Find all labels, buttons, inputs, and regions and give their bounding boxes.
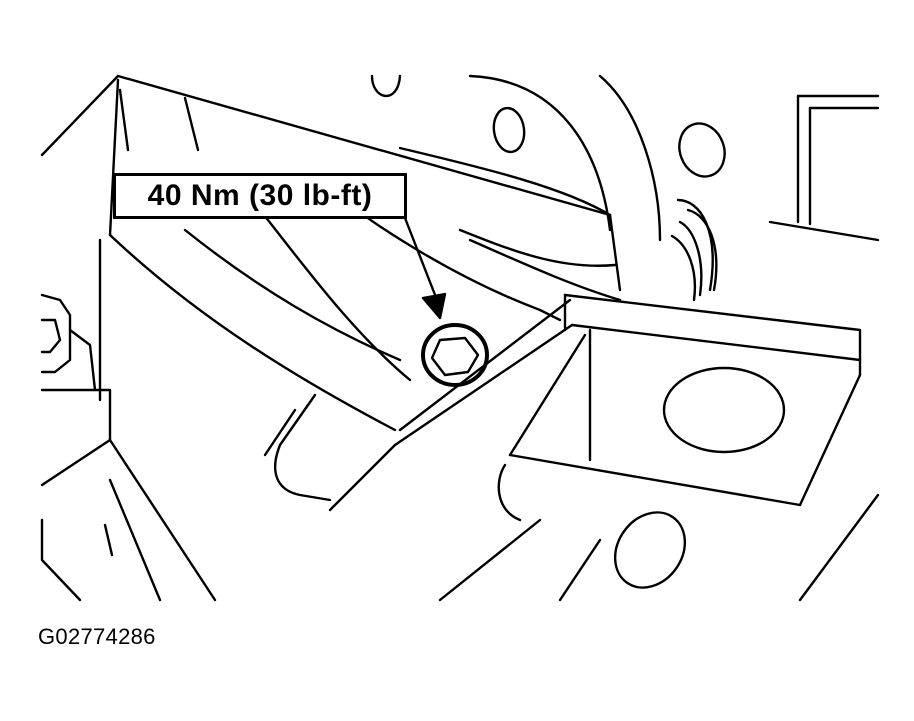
- torque-spec-callout: 40 Nm (30 lb-ft): [113, 173, 407, 219]
- lower-pocket: [263, 393, 332, 502]
- central-panel: [108, 188, 622, 432]
- lower-oval-hole: [613, 511, 687, 589]
- bracket-hole: [662, 366, 786, 454]
- left-bracket: [40, 238, 217, 602]
- lower-right-edges: [558, 493, 880, 602]
- right-plate: [768, 94, 880, 242]
- coiled-hose: [670, 198, 718, 302]
- bolt-head: [421, 323, 489, 387]
- background-holes: [492, 106, 726, 178]
- callout-arrow: [403, 216, 447, 320]
- mounting-bracket: [328, 293, 862, 602]
- figure-id: G02774286: [38, 624, 156, 649]
- upper-casting-lines: [40, 74, 662, 292]
